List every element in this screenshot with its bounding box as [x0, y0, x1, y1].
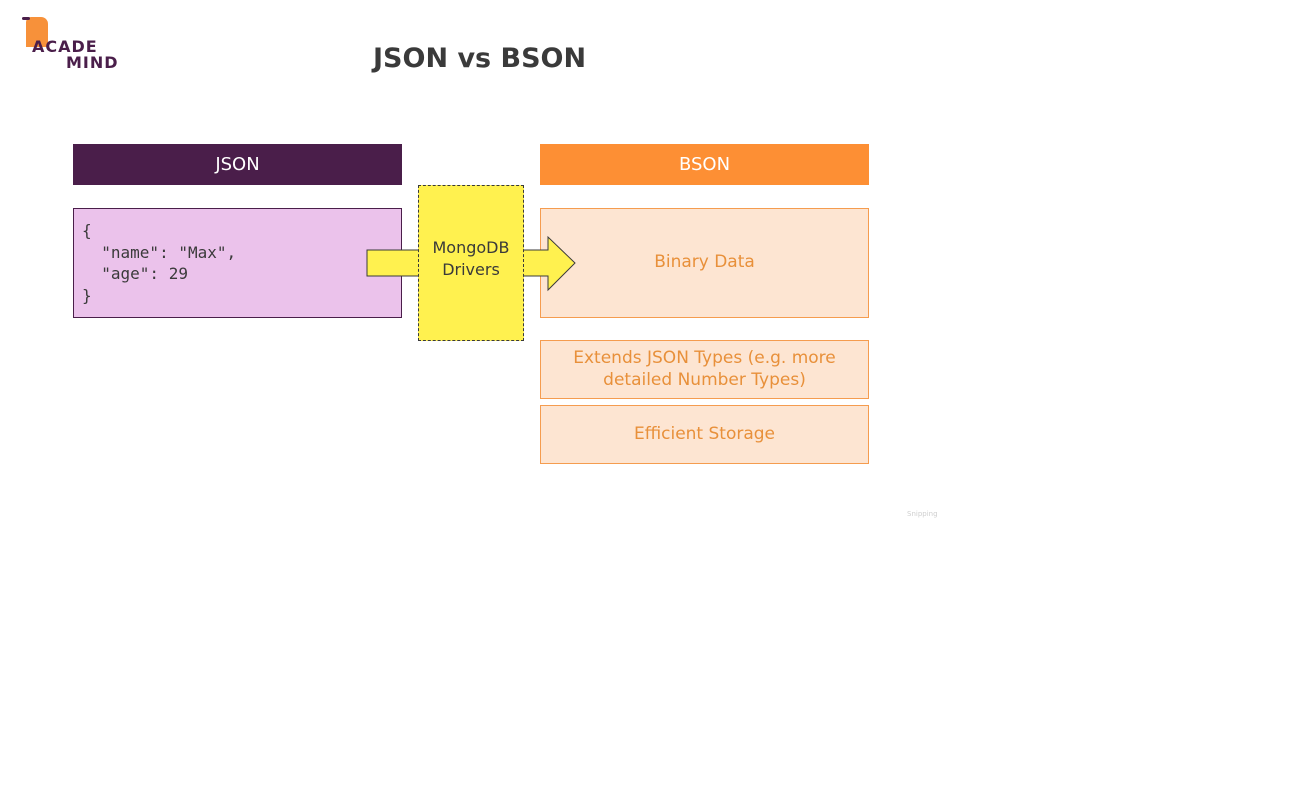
slide-title: JSON vs BSON	[373, 43, 587, 74]
mongodb-drivers-label: MongoDB Drivers	[432, 238, 510, 279]
binary-data-box: Binary Data	[540, 208, 869, 318]
logo-word-mind: MIND	[66, 53, 119, 72]
extends-json-types-box: Extends JSON Types (e.g. more detailed N…	[540, 340, 869, 399]
json-header: JSON	[73, 144, 402, 185]
efficient-storage-box: Efficient Storage	[540, 405, 869, 464]
binary-data-label: Binary Data	[654, 252, 755, 273]
arrow-out-of-driver	[522, 235, 576, 292]
json-code-box: { "name": "Max", "age": 29 }	[73, 208, 402, 318]
arrow-into-driver	[366, 249, 420, 277]
extends-json-types-label: Extends JSON Types (e.g. more detailed N…	[573, 348, 836, 390]
logo-word-acade: ACADE	[32, 37, 98, 56]
efficient-storage-label: Efficient Storage	[633, 423, 776, 444]
json-code: { "name": "Max", "age": 29 }	[82, 221, 237, 305]
logo-mark	[26, 17, 48, 47]
logo-mark-tab	[22, 17, 30, 20]
bson-header: BSON	[540, 144, 869, 185]
mongodb-drivers-box: MongoDB Drivers	[418, 185, 524, 341]
academind-logo: ACADE MIND	[22, 16, 122, 72]
watermark-text: Snipping	[907, 510, 938, 518]
